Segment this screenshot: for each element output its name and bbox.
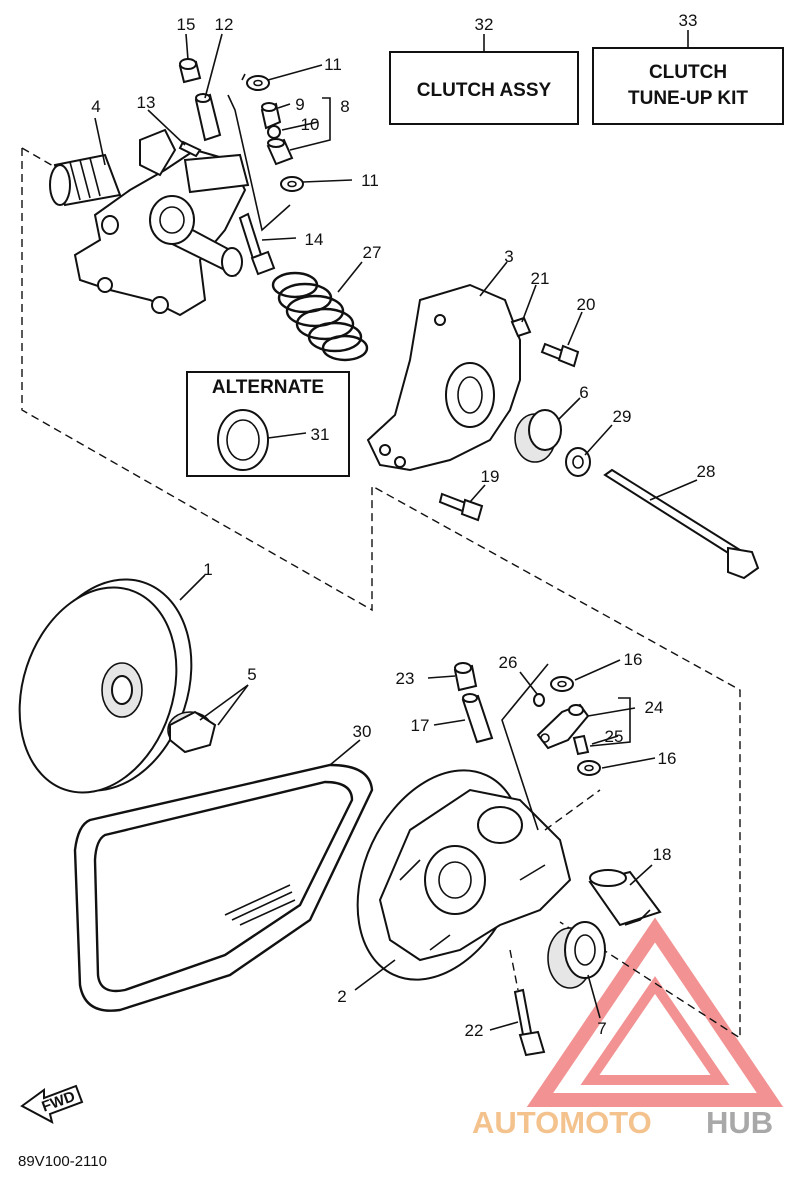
part-30-v-belt	[73, 763, 374, 1012]
part-1-sliding-sheave	[18, 578, 193, 794]
callout-11-upper: 11	[324, 55, 342, 74]
callout-6: 6	[579, 383, 588, 402]
callout-19: 19	[481, 467, 500, 486]
part-22-bolt	[513, 988, 546, 1057]
callout-5: 5	[247, 665, 256, 684]
callout-14: 14	[305, 230, 324, 249]
part-15-nut	[178, 58, 202, 84]
callout-8: 8	[340, 97, 349, 116]
part-26-pin	[533, 693, 545, 707]
bracket-8-10	[227, 94, 291, 232]
callout-12: 12	[215, 15, 234, 34]
callout-25: 25	[605, 727, 624, 746]
callout-7: 7	[597, 1019, 606, 1038]
part-20-bolt	[540, 342, 580, 368]
callout-1: 1	[203, 560, 212, 579]
part-9-roller	[260, 102, 282, 130]
part-21-nut	[510, 316, 532, 338]
callout-10: 10	[301, 115, 320, 134]
fwd-arrow-icon: FWD	[20, 1084, 84, 1124]
callout-20: 20	[577, 295, 596, 314]
callout-23: 23	[396, 669, 415, 688]
callout-3: 3	[504, 247, 513, 266]
part-19-bolt	[438, 492, 484, 522]
part-25-roller	[572, 734, 590, 756]
callout-4: 4	[91, 97, 100, 116]
callout-15: 15	[177, 15, 196, 34]
callouts: 4 15 12 13 11 9 8 10 11 14 27 31 3 21 20…	[91, 11, 715, 1040]
part-16-washer-upper	[550, 676, 574, 692]
part-8-weight	[266, 138, 294, 166]
callout-13: 13	[137, 93, 156, 112]
callout-28: 28	[697, 462, 716, 481]
callout-24: 24	[645, 698, 664, 717]
tune-up-label-line2: TUNE-UP KIT	[628, 88, 748, 109]
upper-group-outline-top	[21, 147, 61, 171]
callout-33: 33	[679, 11, 698, 30]
part-18-sleeve	[588, 869, 662, 927]
part-17-pin	[461, 693, 494, 744]
clutch-assy-label: CLUTCH ASSY	[417, 80, 552, 101]
callout-31: 31	[311, 425, 330, 444]
clutch-assy-box: CLUTCH ASSY	[389, 51, 579, 125]
part-27-spring	[271, 271, 369, 362]
part-11-washer-upper	[246, 75, 270, 91]
part-6-bushing	[514, 409, 562, 463]
part-16-washer-lower	[577, 760, 601, 776]
callout-27: 27	[363, 243, 382, 262]
part-11-washer-lower	[280, 176, 304, 192]
alternate-box: ALTERNATE	[186, 371, 350, 477]
watermark-text-hub: HUB	[706, 1105, 773, 1140]
callout-17: 17	[411, 716, 430, 735]
part-3-spring-cover	[366, 283, 521, 472]
part-13-pin	[178, 140, 202, 158]
callout-9: 9	[295, 95, 304, 114]
bracket-24	[501, 663, 549, 831]
callout-22: 22	[465, 1021, 484, 1040]
part-5-slider	[167, 710, 217, 754]
part-28-long-bolt	[603, 468, 760, 580]
callout-30: 30	[353, 722, 372, 741]
alternate-label: ALTERNATE	[212, 377, 324, 398]
part-29-washer	[565, 447, 591, 477]
part-12-bushing	[194, 93, 222, 142]
part-31-washer	[217, 409, 269, 471]
part-2-movable-sheave	[356, 769, 572, 981]
callout-21: 21	[531, 269, 550, 288]
leader-lines	[94, 33, 698, 1031]
part-10-pin	[267, 125, 281, 139]
clutch-tune-up-kit-box: CLUTCH TUNE-UP KIT	[592, 47, 784, 125]
callout-16-upper: 16	[624, 650, 643, 669]
callout-26: 26	[499, 653, 518, 672]
upper-group-outline	[21, 148, 741, 1040]
part-14-bolt	[238, 212, 276, 276]
part-4-fixed-sheave-shaft	[49, 128, 250, 317]
watermark-logo: AUTOMOTO HUB	[472, 917, 784, 1140]
watermark-text-automoto: AUTOMOTO	[472, 1105, 652, 1140]
tune-up-label-line1: CLUTCH	[649, 62, 727, 83]
callout-32: 32	[475, 15, 494, 34]
callout-29: 29	[613, 407, 632, 426]
callout-2: 2	[337, 987, 346, 1006]
callout-11-lower: 11	[361, 171, 379, 190]
part-7-bushing	[547, 921, 606, 989]
diagram-code: 89V100-2110	[18, 1153, 107, 1170]
callout-18: 18	[653, 845, 672, 864]
callout-16-lower: 16	[658, 749, 677, 768]
part-23-nut	[453, 662, 478, 692]
